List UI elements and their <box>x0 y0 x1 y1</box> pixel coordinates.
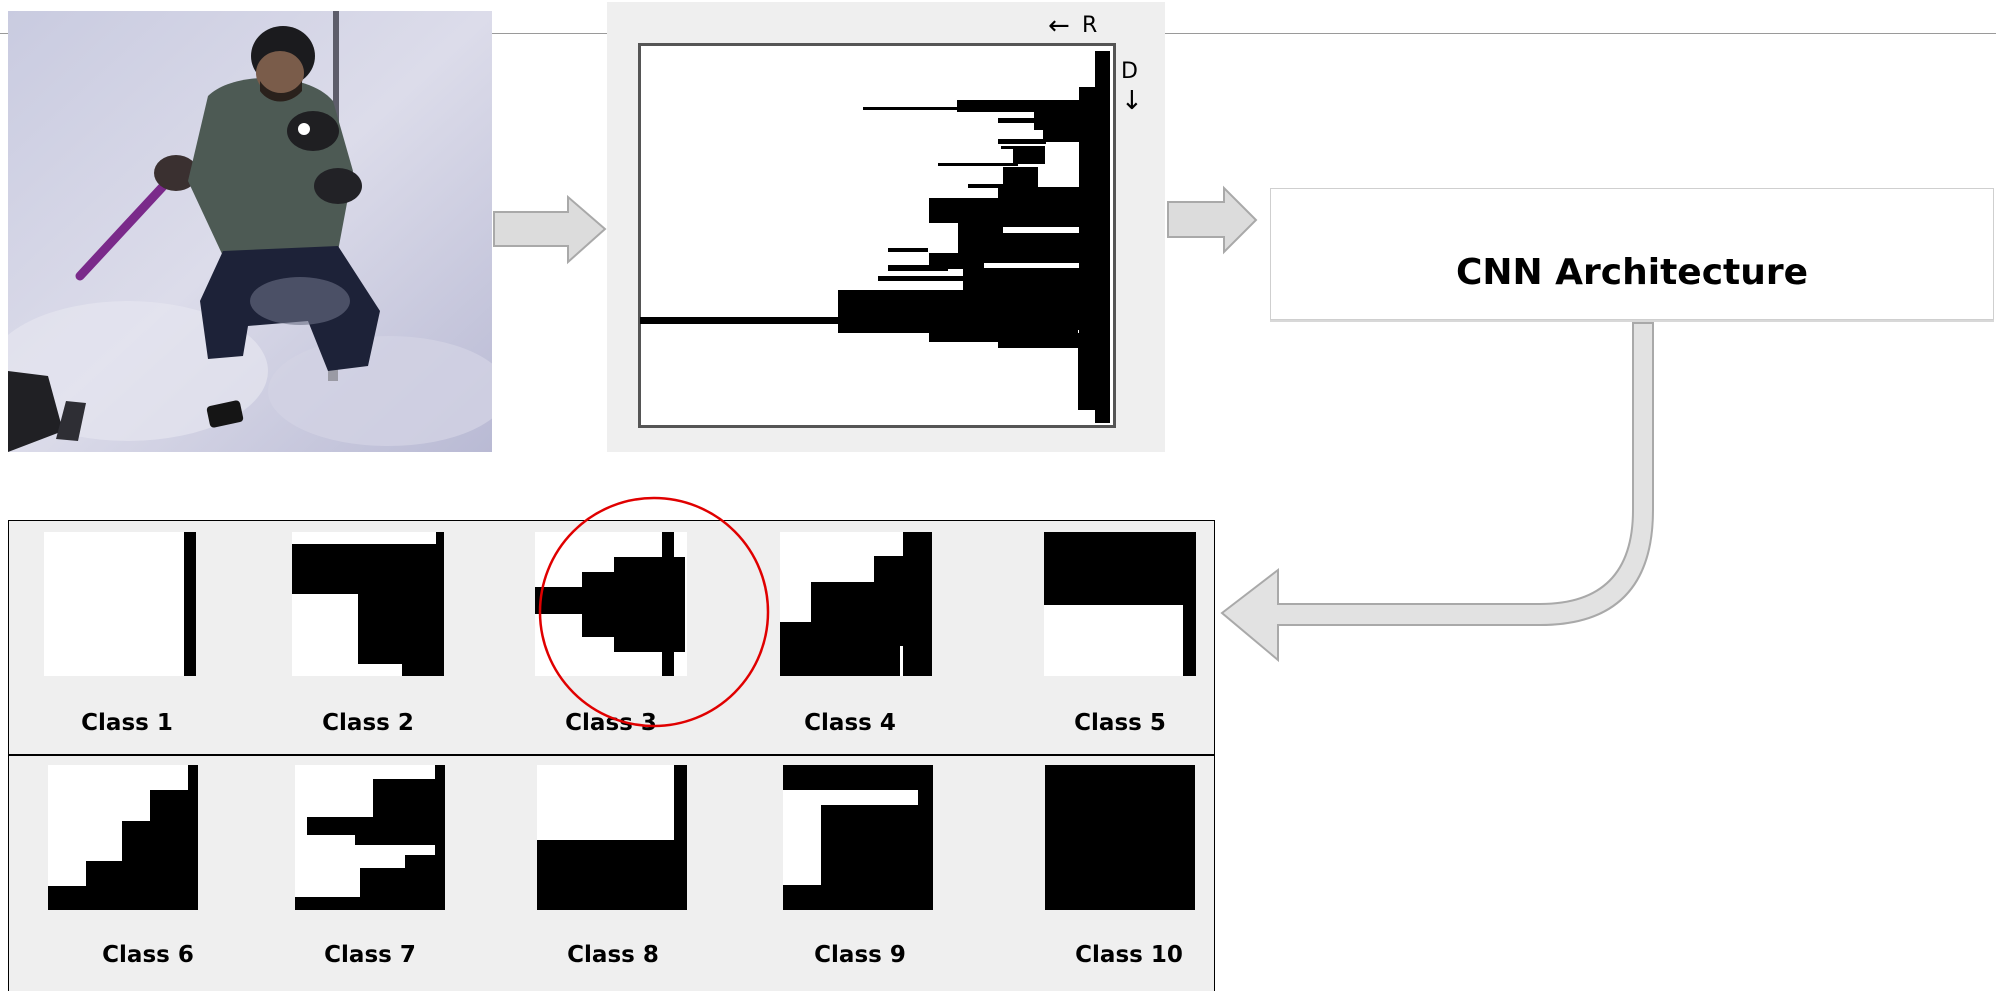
cnn-to-classes-arrow <box>1220 322 1654 663</box>
profile-to-cnn-arrow <box>1167 185 1258 255</box>
class-label: Class 1 <box>81 710 173 736</box>
class-8-pattern <box>537 765 687 910</box>
class-label: Class 5 <box>1074 710 1166 736</box>
class-label: Class 6 <box>102 942 194 968</box>
class-9-pattern <box>783 765 933 910</box>
class-label: Class 8 <box>567 942 659 968</box>
class-4-pattern <box>780 532 932 676</box>
class-1-pattern <box>44 532 196 676</box>
down-direction-label: D <box>1121 59 1138 84</box>
class-label: Class 9 <box>814 942 906 968</box>
photo-to-profile-arrow <box>493 194 607 265</box>
class-label: Class 2 <box>322 710 414 736</box>
class-label: Class 3 <box>565 710 657 736</box>
field-photo <box>8 11 492 452</box>
class-3-pattern <box>535 532 687 676</box>
class-label: Class 7 <box>324 942 416 968</box>
class-label: Class 10 <box>1075 942 1183 968</box>
right-arrow-icon: ← <box>1048 11 1070 41</box>
snow-profile-plot <box>638 43 1116 428</box>
class-5-pattern <box>1044 532 1196 676</box>
class-label: Class 4 <box>804 710 896 736</box>
cnn-architecture-box <box>1270 188 1994 320</box>
cnn-architecture-label: CNN Architecture <box>1455 252 1809 293</box>
right-direction-label: R <box>1082 13 1098 38</box>
class-10-pattern <box>1045 765 1195 910</box>
class-6-pattern <box>48 765 198 910</box>
class-2-pattern <box>292 532 444 676</box>
down-arrow-icon: ↓ <box>1121 86 1143 116</box>
class-7-pattern <box>295 765 445 910</box>
